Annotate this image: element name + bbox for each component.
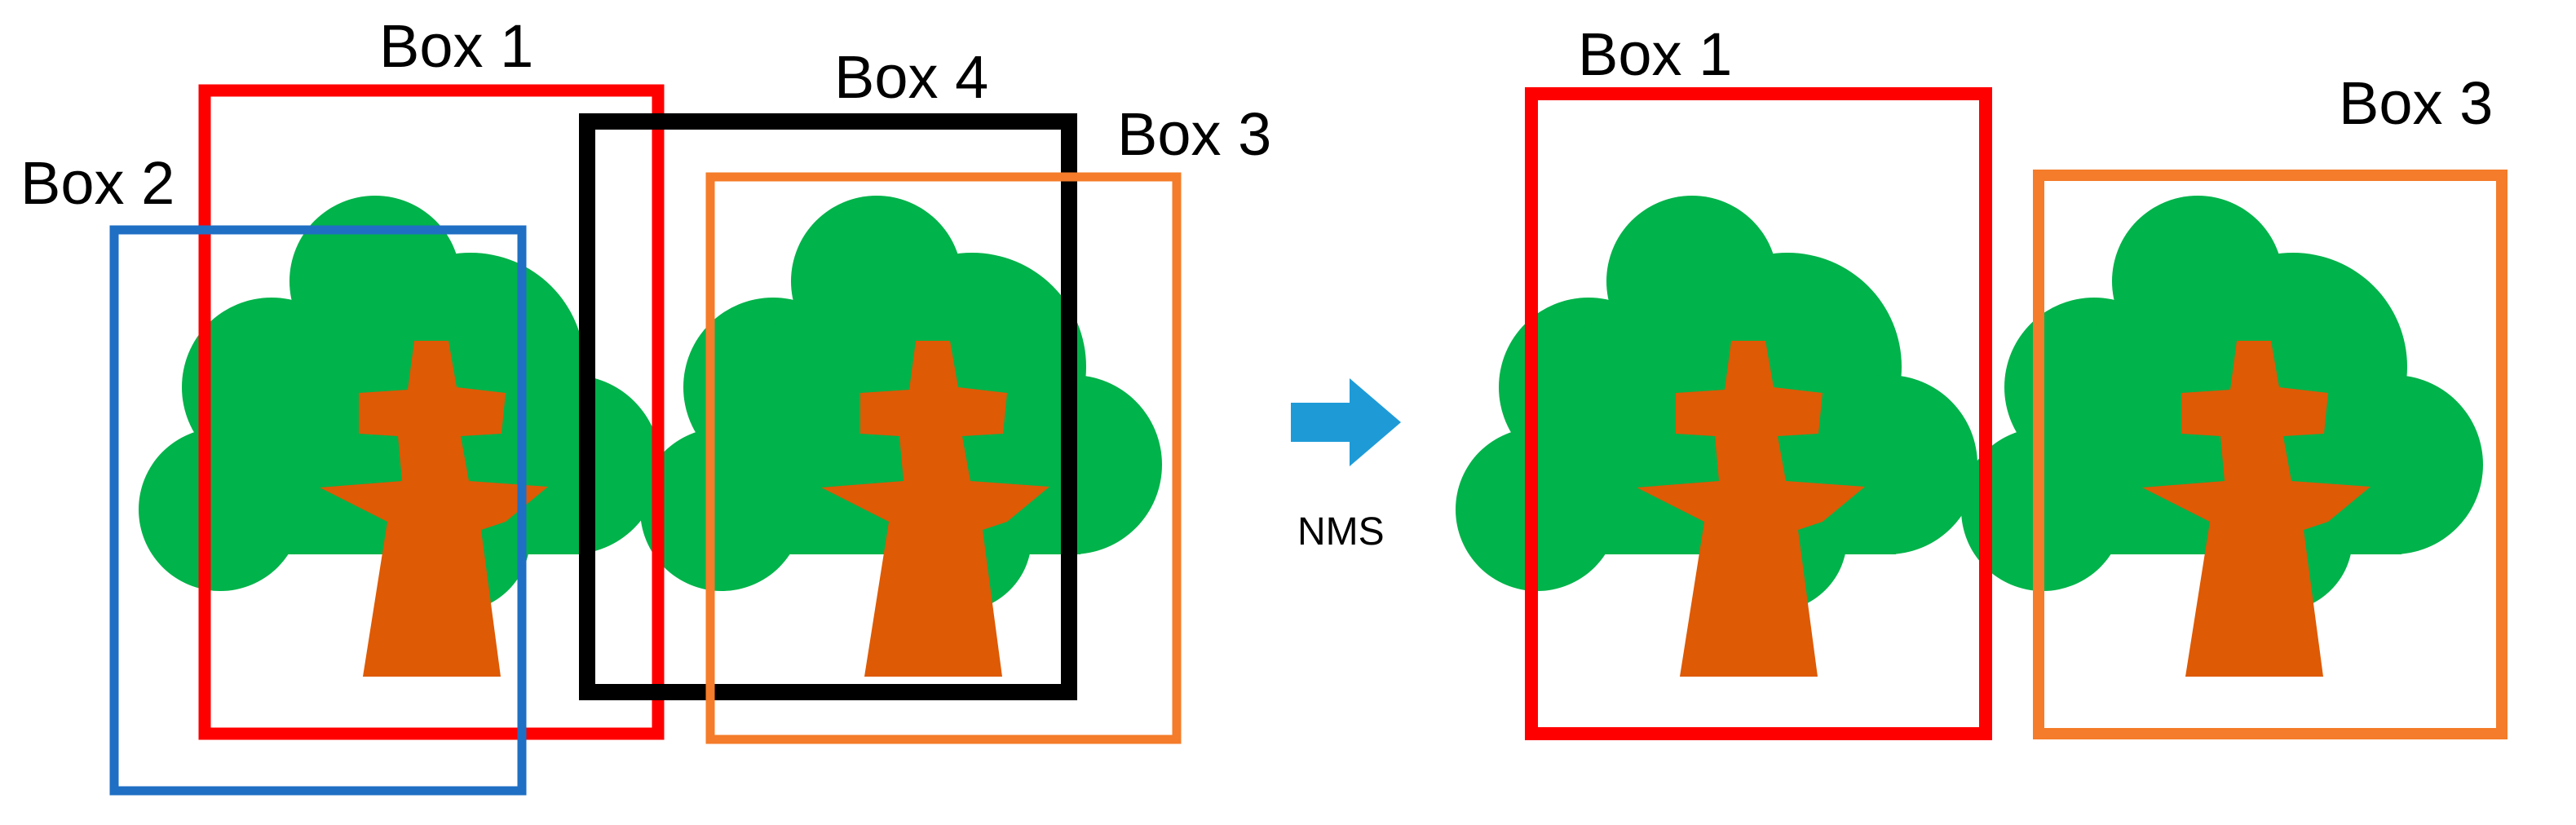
box-2-label: Box 2 bbox=[20, 149, 175, 217]
box-1-after bbox=[1525, 87, 1992, 740]
after-panel: Box 1 Box 3 bbox=[1456, 20, 2508, 740]
box-1-label: Box 1 bbox=[379, 12, 533, 80]
box-1-label-after: Box 1 bbox=[1578, 20, 1732, 88]
right-arrow-icon bbox=[1291, 378, 1401, 466]
box-4-label: Box 4 bbox=[834, 43, 988, 111]
box-4-before bbox=[579, 113, 1077, 700]
box-3-label-after: Box 3 bbox=[2339, 69, 2493, 137]
tree-left-b bbox=[640, 196, 1162, 677]
box-3-after bbox=[2033, 170, 2508, 739]
nms-transition: NMS bbox=[1291, 378, 1401, 554]
box-3-before bbox=[705, 172, 1182, 744]
box-2-before bbox=[109, 225, 527, 796]
nms-label: NMS bbox=[1297, 510, 1385, 554]
box-3-label: Box 3 bbox=[1117, 100, 1271, 168]
before-panel: Box 1 Box 2 Box 4 Box 3 bbox=[20, 12, 1271, 796]
box-1-before bbox=[198, 84, 665, 740]
